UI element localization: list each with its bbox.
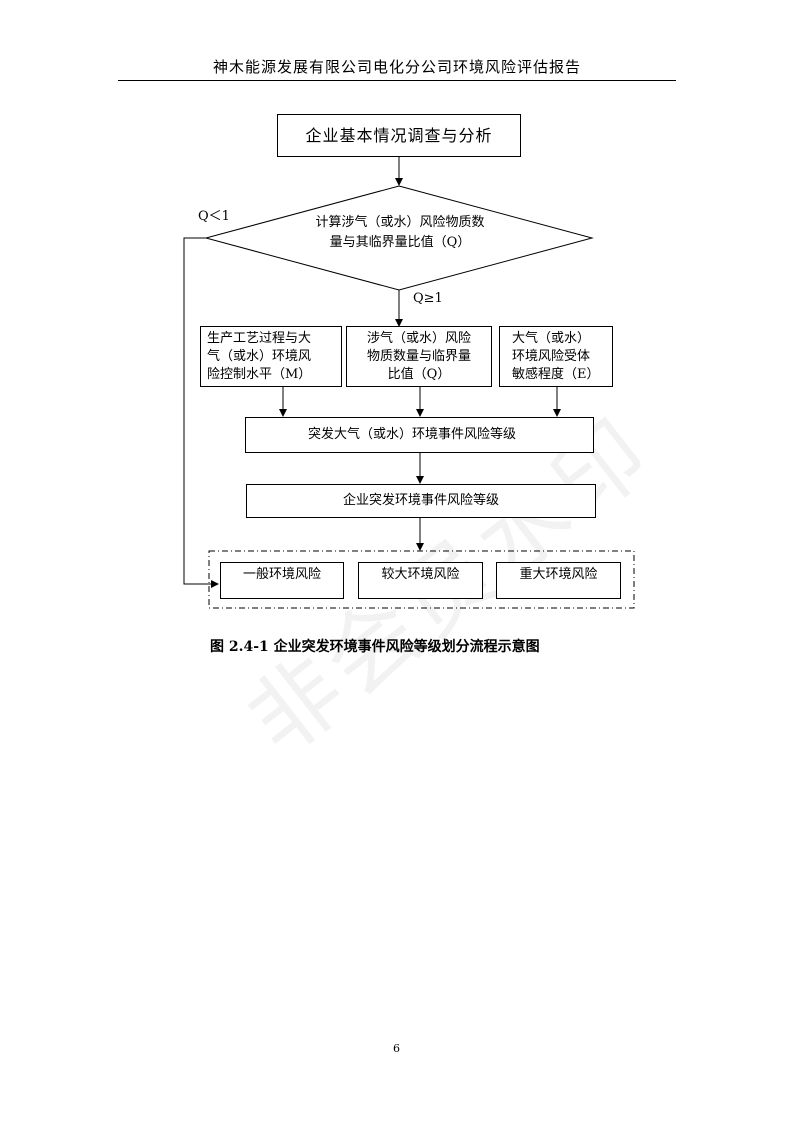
- sudden-risk-level-box: 突发大气（或水）环境事件风险等级: [245, 417, 594, 453]
- risk-level-group: [208, 550, 635, 609]
- factor-e-line-2: 环境风险受体: [512, 348, 591, 364]
- page-header: 神木能源发展有限公司电化分公司环境风险评估报告: [212, 58, 581, 76]
- page-number: 6: [393, 1042, 400, 1055]
- factor-q-line-1: 涉气（或水）风险: [366, 330, 471, 346]
- factor-m-box: 生产工艺过程与大 气（或水）环境风 险控制水平（M）: [200, 326, 342, 387]
- decision-line-2: 量与其临界量比值（Q）: [329, 235, 471, 250]
- factor-q-line-3: 比值（Q）: [387, 366, 451, 382]
- factor-q-box: 涉气（或水）风险 物质数量与临界量 比值（Q）: [346, 326, 492, 387]
- branch-label-q-ge-1: Q≥1: [413, 291, 443, 306]
- enterprise-risk-level-box: 企业突发环境事件风险等级: [246, 484, 596, 518]
- major-risk-box: 重大环境风险: [496, 562, 621, 599]
- factor-e-line-3: 敏感程度（E）: [512, 366, 600, 382]
- larger-risk-box: 较大环境风险: [358, 562, 483, 599]
- factor-m-line-3: 险控制水平（M）: [207, 366, 312, 382]
- factor-q-line-2: 物质数量与临界量: [366, 348, 471, 364]
- general-risk-box: 一般环境风险: [220, 562, 344, 599]
- figure-caption: 图 2.4-1 企业突发环境事件风险等级划分流程示意图: [210, 639, 540, 655]
- start-box: 企业基本情况调查与分析: [277, 114, 521, 157]
- decision-text: 计算涉气（或水）风险物质数 量与其临界量比值（Q）: [280, 213, 520, 253]
- decision-line-1: 计算涉气（或水）风险物质数: [315, 215, 485, 230]
- factor-e-box: 大气（或水） 环境风险受体 敏感程度（E）: [499, 326, 613, 387]
- branch-label-q-less-1: Q＜1: [198, 209, 230, 224]
- header-rule: [118, 80, 676, 81]
- factor-m-line-2: 气（或水）环境风: [207, 348, 312, 364]
- factor-m-line-1: 生产工艺过程与大: [207, 330, 312, 346]
- factor-e-line-1: 大气（或水）: [512, 330, 591, 346]
